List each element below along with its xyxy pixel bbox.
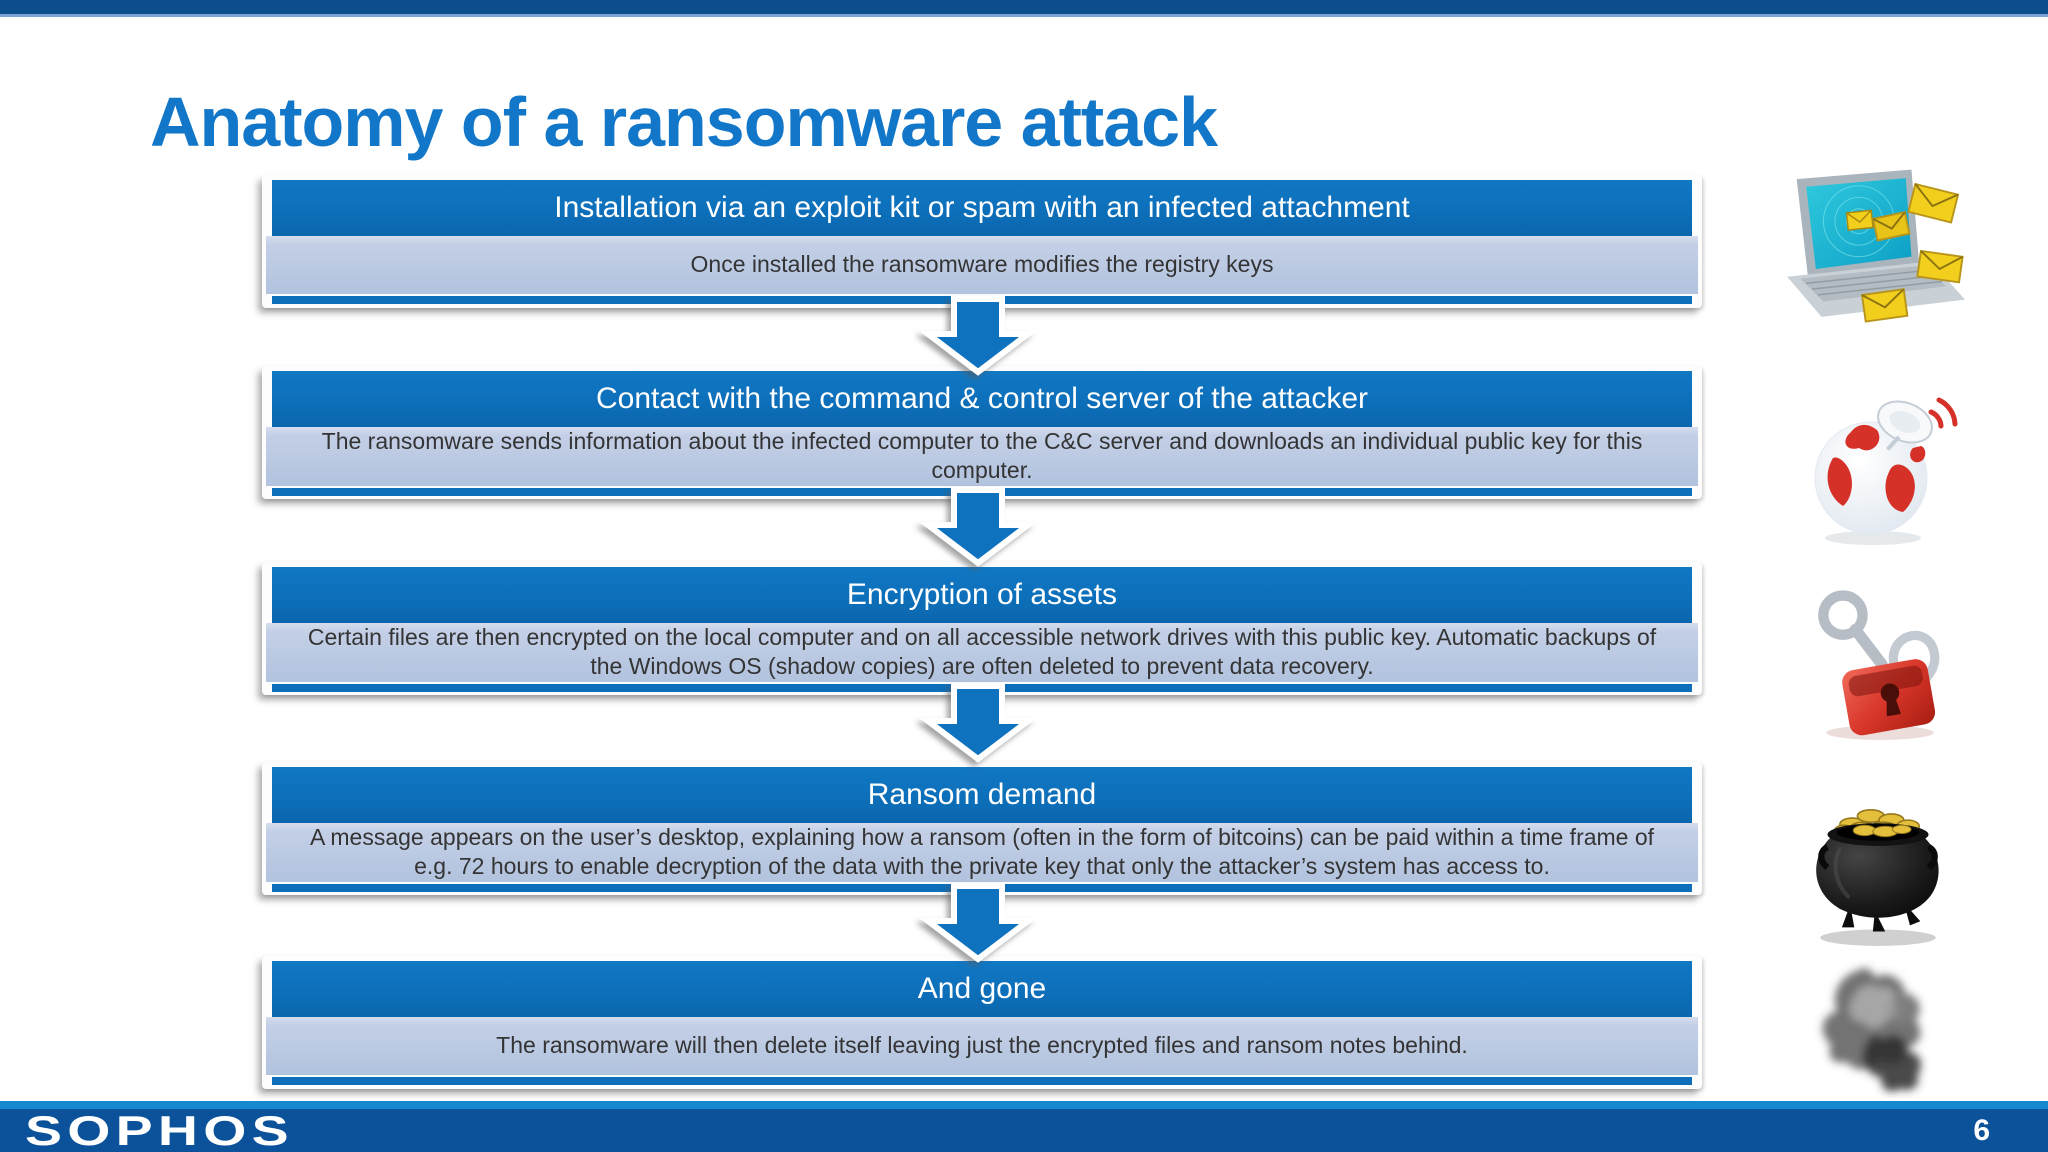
- process-step: Contact with the command & control serve…: [262, 366, 1702, 499]
- step-description: Once installed the ransomware modifies t…: [266, 236, 1698, 294]
- laptop-email-icon: [1768, 158, 1988, 338]
- process-step: And gone The ransomware will then delete…: [262, 956, 1702, 1089]
- down-arrow-icon: [916, 683, 1040, 765]
- process-step: Ransom demand A message appears on the u…: [262, 762, 1702, 895]
- step-description: Certain files are then encrypted on the …: [266, 623, 1698, 682]
- step-header: Ransom demand: [272, 767, 1692, 823]
- step-header: Contact with the command & control serve…: [272, 371, 1692, 427]
- footer-bar: SOPHOS 6: [0, 1101, 2048, 1152]
- process-step: Installation via an exploit kit or spam …: [262, 175, 1702, 308]
- step-bottom-strip: [272, 1077, 1692, 1085]
- page-number: 6: [1973, 1113, 1990, 1147]
- step-description: The ransomware sends information about t…: [266, 427, 1698, 486]
- down-arrow-icon: [916, 487, 1040, 569]
- sophos-logo: SOPHOS: [25, 1106, 294, 1152]
- step-description: The ransomware will then delete itself l…: [266, 1017, 1698, 1075]
- pot-of-gold-icon: [1768, 783, 1988, 948]
- padlock-key-icon: [1768, 578, 1988, 743]
- down-arrow-icon: [916, 296, 1040, 378]
- down-arrow-icon: [916, 883, 1040, 965]
- smoke-icon: [1768, 953, 1988, 1098]
- globe-satellite-icon: [1768, 378, 1988, 548]
- step-description: A message appears on the user’s desktop,…: [266, 823, 1698, 882]
- step-header: And gone: [272, 961, 1692, 1017]
- top-accent-bar: [0, 0, 2048, 17]
- process-step: Encryption of assets Certain files are t…: [262, 562, 1702, 695]
- step-header: Encryption of assets: [272, 567, 1692, 623]
- page-title: Anatomy of a ransomware attack: [150, 83, 1218, 161]
- step-header: Installation via an exploit kit or spam …: [272, 180, 1692, 236]
